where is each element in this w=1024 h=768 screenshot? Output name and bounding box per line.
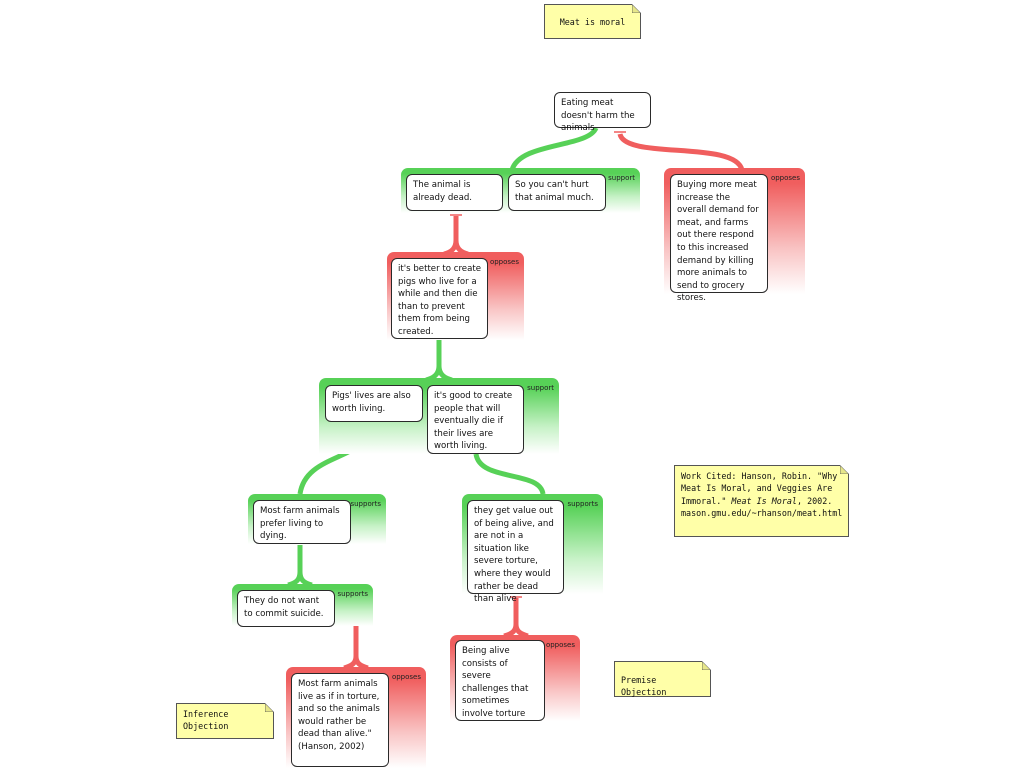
objection-text: Most farm animals live as if in torture,… <box>298 679 380 752</box>
inference-objection-note[interactable]: Inference Objection <box>176 703 274 739</box>
group-type-label: supports <box>567 500 598 508</box>
title-note-text: Meat is moral <box>559 17 626 27</box>
connector-g3-to-g4 <box>425 340 442 383</box>
work-cited-note[interactable]: Work Cited: Hanson, Robin. "Why Meat Is … <box>674 465 849 537</box>
connector-g1-to-g3 <box>443 216 459 257</box>
premise-text: Most farm animals prefer living to dying… <box>260 506 340 542</box>
folded-corner-icon <box>840 465 849 474</box>
premise-pigs-lives[interactable]: Pigs' lives are also worth living. <box>325 385 423 422</box>
premise-value-alive[interactable]: they get value out of being alive, and a… <box>467 500 564 604</box>
title-note[interactable]: Meat is moral <box>544 4 641 39</box>
premise-prefer-living[interactable]: Most farm animals prefer living to dying… <box>253 500 351 544</box>
premise-text: Pigs' lives are also worth living. <box>332 391 411 414</box>
premise-animal-dead[interactable]: The animal is already dead. <box>406 174 503 211</box>
connector-claim-to-g1 <box>509 126 599 172</box>
objection-text: Buying more meat increase the overall de… <box>677 180 759 304</box>
work-cited-prefix: Work Cited: Hanson, Robin. "Why Meat Is … <box>681 471 838 506</box>
folded-corner-icon <box>265 703 274 712</box>
main-claim-text: Eating meat doesn't harm the animals <box>561 98 635 134</box>
group-type-label: opposes <box>770 174 800 182</box>
inference-objection-text: Inference Objection <box>183 709 229 732</box>
premise-objection-text: Premise Objection <box>621 675 667 698</box>
connector-claim-to-g2 <box>617 132 745 172</box>
objection-text: Being alive consists of severe challenge… <box>462 646 529 719</box>
objection-demand[interactable]: Buying more meat increase the overall de… <box>670 174 768 303</box>
group-type-label: supports <box>350 500 381 508</box>
premise-cant-hurt[interactable]: So you can't hurt that animal much. <box>508 174 606 211</box>
objection-torture[interactable]: Most farm animals live as if in torture,… <box>291 673 389 767</box>
premise-objection-note[interactable]: Premise Objection <box>614 661 711 697</box>
objection-better-to-create[interactable]: it's better to create pigs who live for … <box>391 258 488 339</box>
premise-text: it's good to create people that will eve… <box>434 391 513 452</box>
connector-g6-to-g7 <box>343 626 359 671</box>
connector-g5-to-g6 <box>287 545 303 588</box>
folded-corner-icon <box>632 4 641 13</box>
work-cited-suffix: , 2002. mason.gmu.edu/~rhanson/meat.html <box>681 495 843 519</box>
premise-good-to-create[interactable]: it's good to create people that will eve… <box>427 385 524 454</box>
group-type-label: support <box>608 174 635 182</box>
premise-no-suicide[interactable]: They do not want to commit suicide. <box>237 590 335 627</box>
group-type-label: opposes <box>489 258 519 266</box>
objection-text: it's better to create pigs who live for … <box>398 264 482 337</box>
objection-severe-challenges[interactable]: Being alive consists of severe challenge… <box>455 640 545 721</box>
premise-text: they get value out of being alive, and a… <box>474 506 554 605</box>
main-claim[interactable]: Eating meat doesn't harm the animals <box>554 92 651 133</box>
group-type-label: support <box>527 384 554 392</box>
group-type-label: opposes <box>391 673 421 681</box>
premise-text: The animal is already dead. <box>413 180 473 203</box>
premise-text: They do not want to commit suicide. <box>244 596 324 619</box>
group-type-label: opposes <box>545 641 575 649</box>
premise-text: So you can't hurt that animal much. <box>515 180 594 203</box>
connector-g4b-to-g8 <box>473 453 546 495</box>
work-cited-title: Meat Is Moral <box>731 495 797 506</box>
group-type-label: supports <box>337 590 368 598</box>
folded-corner-icon <box>702 661 711 670</box>
